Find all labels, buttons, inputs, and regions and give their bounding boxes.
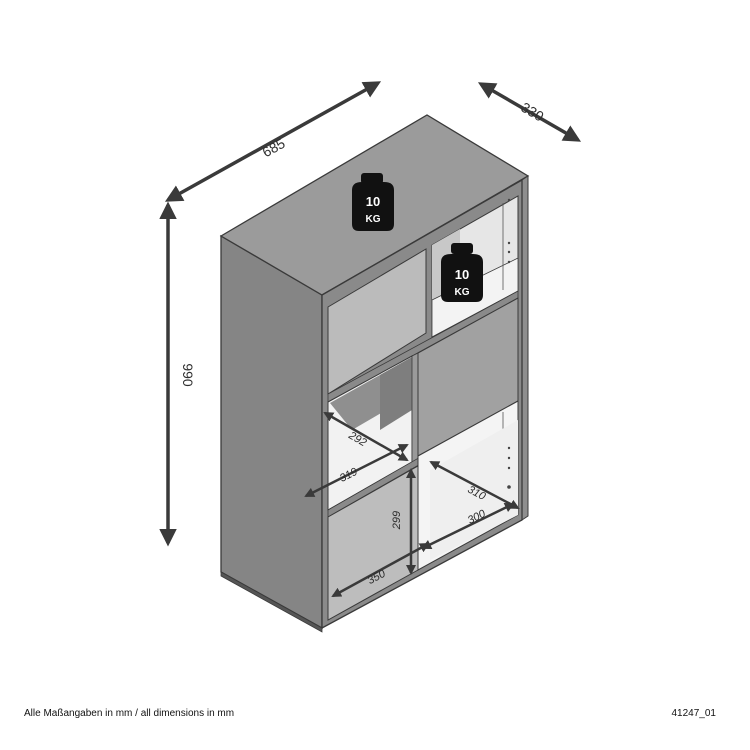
weight-right-unit: KG	[455, 287, 470, 298]
center-divider	[411, 352, 419, 463]
weight-top-unit: KG	[366, 214, 381, 225]
shelf-right-edge	[521, 175, 529, 521]
dimensions-note: Alle Maßangaben in mm / all dimensions i…	[24, 708, 235, 719]
width-dimension-label: 685	[259, 135, 287, 160]
depth-dimension-arrow	[477, 82, 582, 142]
shelf-left-side-panel	[220, 234, 323, 630]
article-code: 41247_01	[671, 708, 717, 719]
height-dimension-label: 990	[180, 363, 196, 387]
shelf-base	[220, 571, 323, 633]
inner-width-bottom-arrow	[331, 542, 430, 598]
inner-width-top-arrow	[304, 443, 409, 498]
width-dimension-arrow	[164, 81, 382, 202]
inner-depth-right-arrow	[429, 460, 520, 510]
weight-icon-right: 10 KG	[441, 243, 483, 302]
weight-right-value: 10	[455, 267, 469, 282]
inner-width-right-arrow	[421, 502, 515, 550]
compartment-top-left	[327, 248, 427, 395]
inner-height-label: 299	[391, 511, 403, 530]
weight-top-value: 10	[366, 194, 380, 209]
compartment-center-left-back-2	[380, 357, 412, 430]
